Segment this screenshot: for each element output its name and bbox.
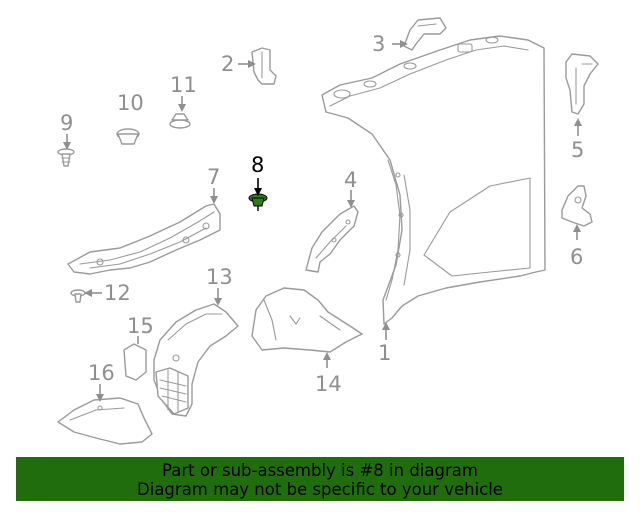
- part-8-clip[interactable]: [248, 193, 268, 211]
- callout-9: 9: [60, 111, 73, 150]
- part-9-screw[interactable]: [57, 148, 75, 167]
- callout-6: 6: [570, 224, 583, 269]
- callout-label-11: 11: [170, 73, 197, 97]
- notice-line-part: Part or sub-assembly is #8 in diagram: [162, 461, 478, 480]
- part-13-liner[interactable]: [153, 303, 239, 417]
- callout-15: 15: [127, 314, 154, 344]
- callout-label-2: 2: [221, 52, 234, 76]
- part-6-bracket[interactable]: [561, 185, 593, 227]
- callout-14: 14: [315, 352, 342, 396]
- callout-label-5: 5: [571, 138, 584, 162]
- callout-label-13: 13: [206, 265, 233, 289]
- callout-3: 3: [372, 32, 408, 56]
- part-14-shield[interactable]: [251, 287, 363, 353]
- callout-1: 1: [378, 322, 391, 365]
- callout-label-7: 7: [207, 165, 220, 189]
- callout-7: 7: [207, 165, 220, 204]
- callout-5: 5: [571, 118, 584, 162]
- callout-label-10: 10: [117, 91, 144, 115]
- part-2-bracket[interactable]: [251, 47, 277, 85]
- part-12-pin[interactable]: [70, 289, 86, 303]
- part-10-grommet[interactable]: [116, 128, 140, 145]
- part-1-fender[interactable]: [321, 35, 546, 325]
- callout-label-14: 14: [315, 372, 342, 396]
- part-5-bracket[interactable]: [565, 53, 599, 115]
- part-4-bracket[interactable]: [305, 205, 359, 273]
- part-16-shield[interactable]: [57, 397, 153, 445]
- callout-2: 2: [221, 52, 256, 76]
- callout-label-8: 8: [251, 153, 264, 177]
- callout-10: 10: [117, 91, 144, 115]
- notice-line-disclaimer: Diagram may not be specific to your vehi…: [137, 480, 503, 499]
- callout-8: 8: [251, 153, 264, 196]
- part-3-bracket[interactable]: [403, 17, 447, 51]
- callout-12: 12: [84, 281, 131, 305]
- callout-11: 11: [170, 73, 197, 112]
- part-11-clip[interactable]: [169, 113, 191, 129]
- callout-label-6: 6: [570, 245, 583, 269]
- callout-label-4: 4: [344, 168, 357, 192]
- callout-label-15: 15: [127, 314, 154, 338]
- callout-label-1: 1: [378, 341, 391, 365]
- callout-label-12: 12: [104, 281, 131, 305]
- callout-16: 16: [88, 361, 115, 402]
- callout-13: 13: [206, 265, 233, 306]
- callout-label-16: 16: [88, 361, 115, 385]
- notice-banner: Part or sub-assembly is #8 in diagram Di…: [16, 457, 624, 501]
- part-15-cover[interactable]: [123, 343, 147, 381]
- callout-label-9: 9: [60, 111, 73, 135]
- callout-label-3: 3: [372, 32, 385, 56]
- callout-4: 4: [344, 168, 357, 208]
- part-7-rail[interactable]: [67, 203, 221, 275]
